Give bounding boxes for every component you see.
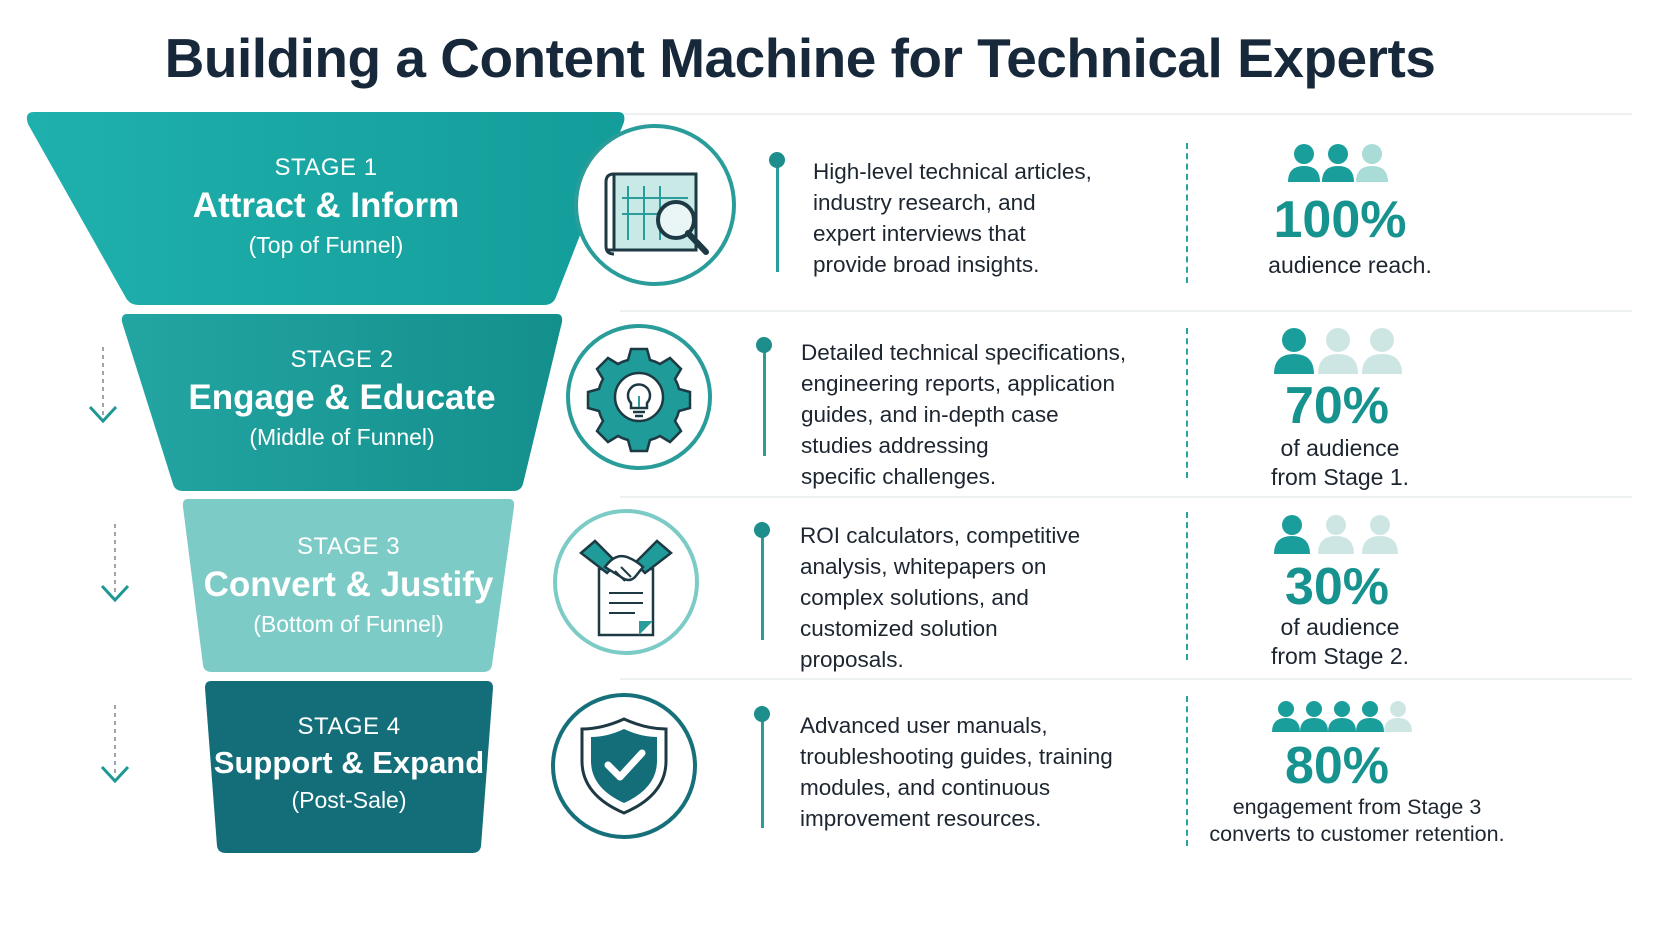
- stage-1-description: High-level technical articles, industry …: [813, 159, 1092, 277]
- blueprint-magnifier-icon: [604, 172, 709, 256]
- funnel-stage-1: STAGE 1 Attract & Inform (Top of Funnel): [26, 112, 626, 305]
- timeline-dot: [769, 152, 785, 168]
- stage-2-description: Detailed technical specifications, engin…: [801, 340, 1127, 489]
- stage-2-caption: of audience from Stage 1.: [1270, 435, 1410, 490]
- stage-name: Convert & Justify: [203, 565, 494, 604]
- row-divider: [620, 113, 1632, 115]
- timeline-line: [776, 160, 779, 272]
- stage-4-icon-circle: [551, 693, 697, 839]
- timeline-line: [763, 344, 766, 456]
- stage-position: (Bottom of Funnel): [253, 611, 444, 637]
- audience-people-icon: [1274, 328, 1402, 374]
- funnel-stage-4: STAGE 4 Support & Expand (Post-Sale): [205, 681, 493, 853]
- stage-3-metric: 30%: [1284, 558, 1390, 616]
- stage-4-description: Advanced user manuals, troubleshooting g…: [800, 713, 1113, 831]
- column-divider: [1186, 512, 1188, 660]
- stage-position: (Post-Sale): [291, 787, 407, 813]
- stage-number: STAGE 3: [296, 533, 401, 560]
- stage-1-metric: 100%: [1273, 191, 1407, 249]
- stage-3-description: ROI calculators, competitive analysis, w…: [800, 523, 1081, 672]
- row-divider: [620, 678, 1632, 680]
- stage-name: Attract & Inform: [192, 186, 460, 225]
- stage-number: STAGE 2: [290, 346, 394, 373]
- stage-2-metric: 70%: [1284, 377, 1390, 435]
- column-divider: [1186, 696, 1188, 846]
- down-arrow-icon: [86, 345, 120, 432]
- funnel-segment-shape: [205, 681, 493, 853]
- audience-people-icon: [1288, 144, 1388, 182]
- shield-check-icon: [580, 717, 668, 815]
- audience-people-icon: [1272, 701, 1412, 732]
- handshake-document-icon: [579, 539, 673, 637]
- stage-number: STAGE 1: [274, 154, 378, 181]
- funnel-stage-2: STAGE 2 Engage & Educate (Middle of Funn…: [121, 314, 563, 491]
- column-divider: [1186, 143, 1188, 283]
- funnel-segment-shape: [26, 112, 625, 305]
- timeline-line: [761, 528, 764, 640]
- page-title: Building a Content Machine for Technical…: [164, 27, 1436, 89]
- stage-1-icon-circle: [574, 124, 736, 286]
- stage-name: Support & Expand: [213, 745, 485, 780]
- stage-name: Engage & Educate: [188, 378, 496, 417]
- audience-people-icon: [1274, 515, 1398, 554]
- down-arrow-icon: [98, 522, 132, 611]
- stage-4-metric: 80%: [1284, 737, 1390, 795]
- stage-1-caption: audience reach.: [1268, 252, 1432, 278]
- funnel-segment-shape: [182, 499, 515, 672]
- timeline-line: [761, 716, 764, 828]
- stage-3-caption: of audience from Stage 2.: [1270, 614, 1410, 669]
- stage-4-caption: engagement from Stage 3 converts to cust…: [1209, 795, 1505, 846]
- stage-number: STAGE 4: [297, 713, 401, 740]
- down-arrow-icon: [98, 703, 132, 792]
- stage-2-icon-circle: [566, 324, 712, 470]
- row-divider: [620, 310, 1632, 312]
- stage-position: (Middle of Funnel): [249, 424, 435, 450]
- column-divider: [1186, 328, 1188, 478]
- gear-lightbulb-icon: [586, 347, 692, 453]
- funnel-stage-3: STAGE 3 Convert & Justify (Bottom of Fun…: [182, 499, 515, 672]
- timeline-dot: [756, 337, 772, 353]
- timeline-dot: [754, 522, 770, 538]
- row-divider: [620, 496, 1632, 498]
- stage-position: (Top of Funnel): [248, 232, 404, 258]
- stage-3-icon-circle: [553, 509, 699, 655]
- funnel-segment-shape: [121, 314, 563, 491]
- timeline-dot: [754, 706, 770, 722]
